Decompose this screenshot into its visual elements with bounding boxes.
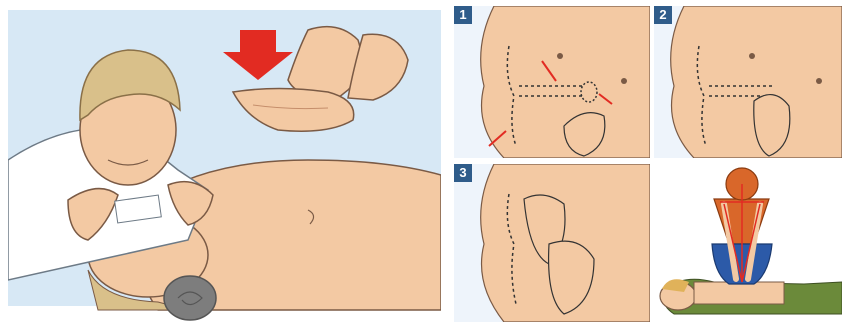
nipple-icon <box>749 53 755 59</box>
step-3-panel: 3 <box>454 164 650 322</box>
rescue-breathing-illustration <box>8 10 441 326</box>
nipple-icon <box>557 53 563 59</box>
step-badge: 2 <box>654 6 672 24</box>
compression-drawing <box>654 164 842 322</box>
patient-torso <box>694 282 784 304</box>
step-3-drawing <box>454 164 650 322</box>
nipple-icon <box>621 78 627 84</box>
step-2-drawing <box>654 6 842 158</box>
step-1-panel: 1 <box>454 6 650 158</box>
step-badge: 1 <box>454 6 472 24</box>
rolled-towel <box>164 276 216 320</box>
down-arrow <box>223 30 293 80</box>
inset-lower-hand <box>233 89 354 132</box>
step-2-panel: 2 <box>654 6 842 158</box>
nipple-icon <box>816 78 822 84</box>
rescue-breathing-drawing <box>8 10 441 326</box>
step-1-drawing <box>454 6 650 158</box>
hand-placement-steps: 1 2 3 <box>448 0 846 326</box>
compression-panel <box>654 164 842 322</box>
step-badge: 3 <box>454 164 472 182</box>
